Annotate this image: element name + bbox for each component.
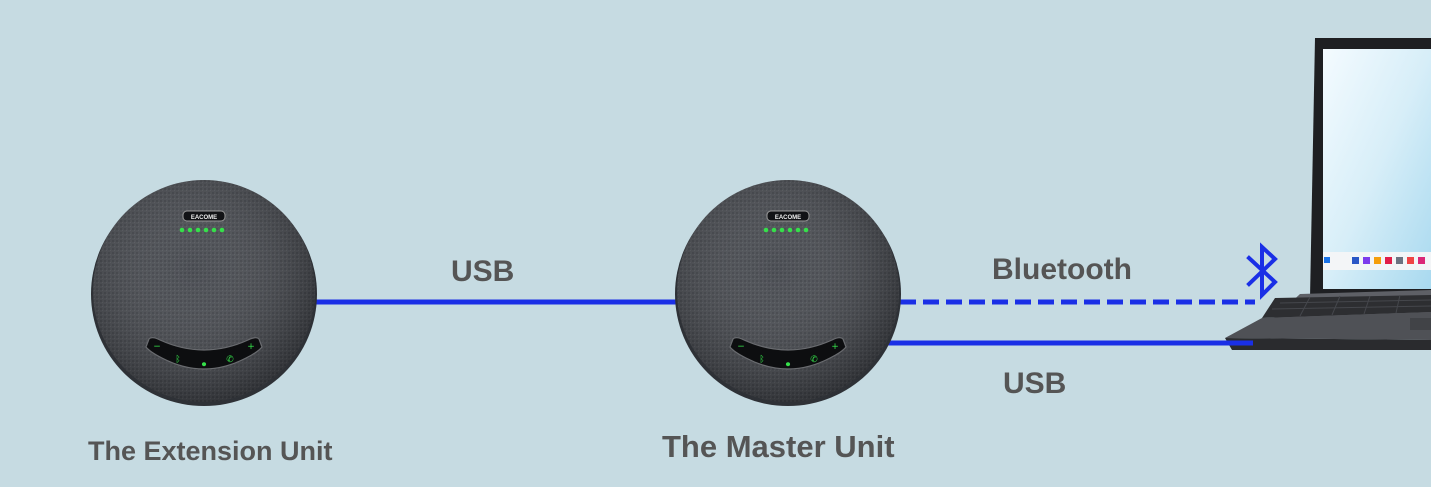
laptop xyxy=(1225,38,1431,350)
master-unit-caption: The Master Unit xyxy=(662,429,895,465)
bluetooth-button-icon: ᛒ xyxy=(759,354,764,365)
mute-icon: ⏺ xyxy=(202,360,207,370)
volume-down-icon: − xyxy=(737,342,745,352)
brand-text: EACOME xyxy=(775,215,801,221)
mute-icon: ⏺ xyxy=(786,360,791,370)
call-icon: ✆ xyxy=(226,355,234,365)
master-unit-speaker: EACOME − ᛒ ⏺ ✆ + xyxy=(675,180,901,406)
bluetooth-link-label: Bluetooth xyxy=(992,253,1132,287)
call-icon: ✆ xyxy=(810,355,818,365)
extension-unit-speaker: EACOME − ᛒ ⏺ ✆ + xyxy=(91,180,317,406)
extension-unit-caption: The Extension Unit xyxy=(88,436,333,467)
usb-link-label-right: USB xyxy=(1003,367,1066,401)
bluetooth-button-icon: ᛒ xyxy=(175,354,180,365)
usb-link-label-left: USB xyxy=(451,255,514,289)
volume-up-icon: + xyxy=(247,342,255,352)
bluetooth-icon xyxy=(1249,247,1275,295)
volume-up-icon: + xyxy=(831,342,839,352)
brand-text: EACOME xyxy=(191,215,217,221)
volume-down-icon: − xyxy=(153,342,161,352)
